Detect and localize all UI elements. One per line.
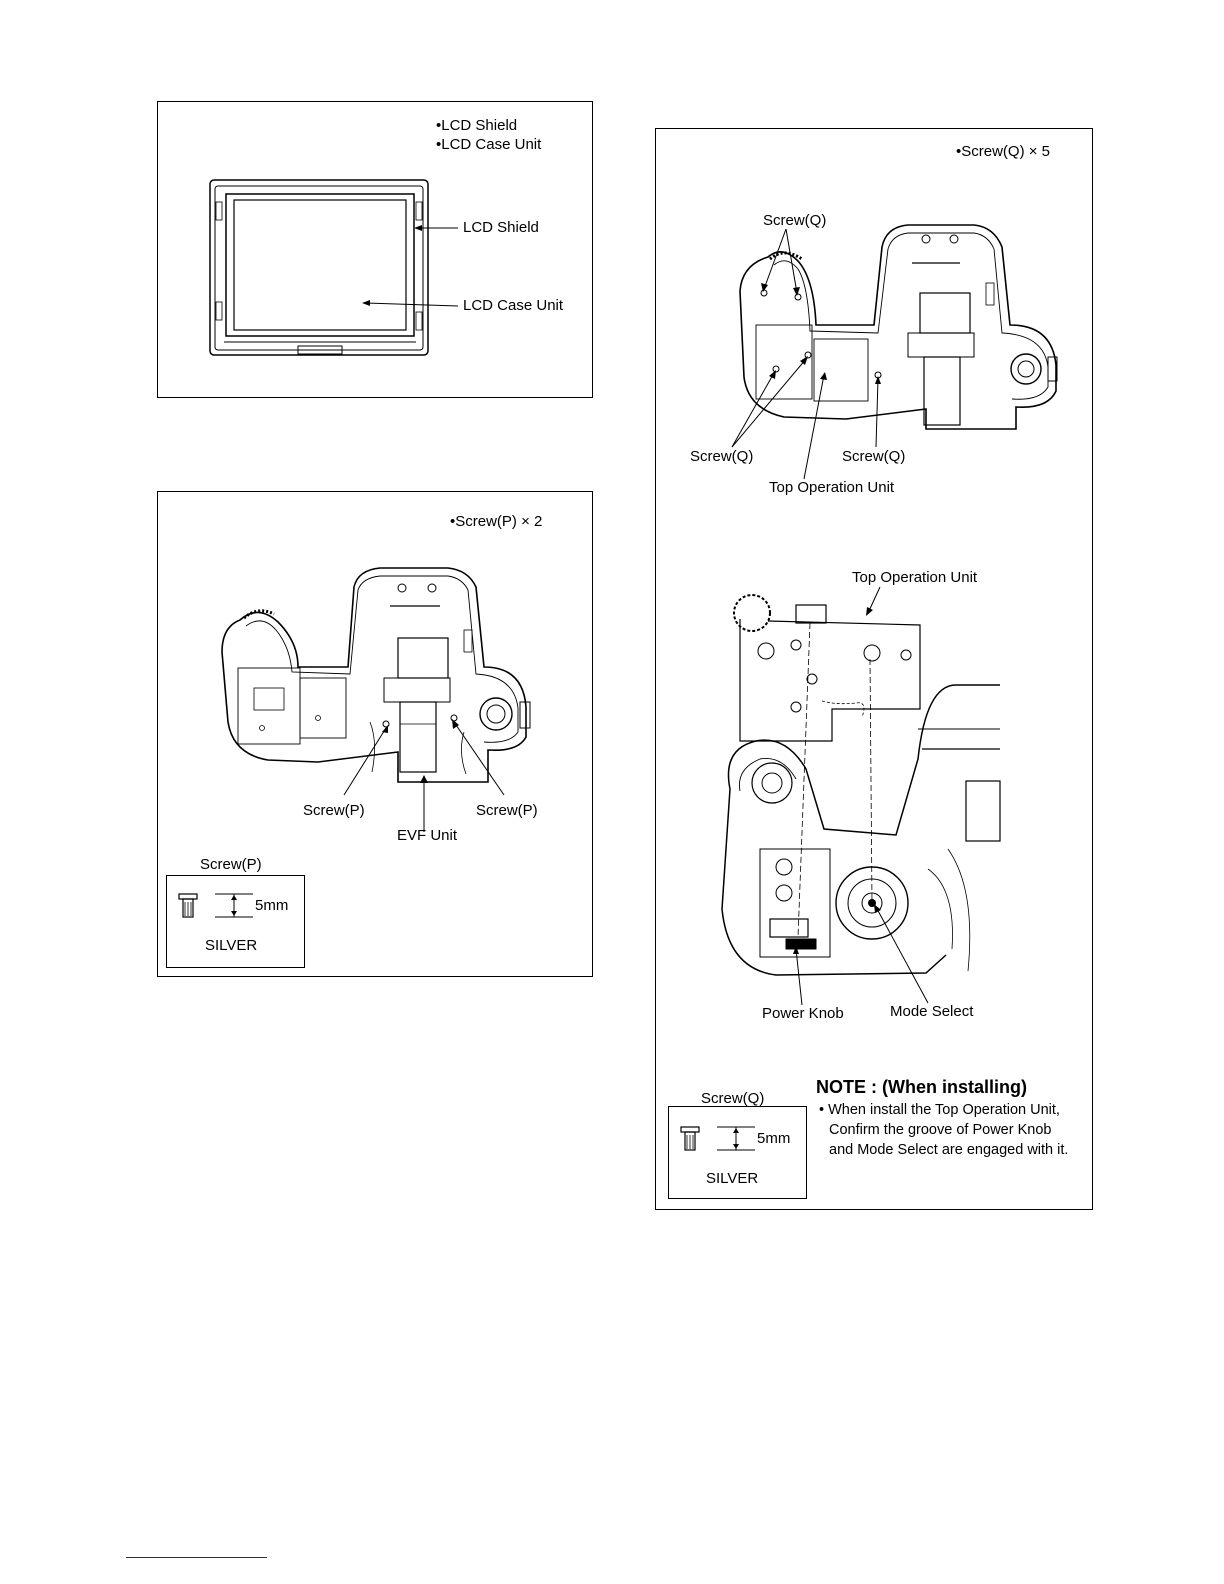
label-screw-p-left: Screw(P) <box>303 802 365 819</box>
screw-p-spec-box: 5mm SILVER <box>166 875 305 968</box>
camera-top-drawing-evf <box>221 567 531 832</box>
screw-q-spec-box: 5mm SILVER <box>668 1106 807 1199</box>
label-evf-unit: EVF Unit <box>397 827 458 844</box>
lcd-panel: •LCD Shield •LCD Case Unit LCD Shield LC… <box>157 101 593 398</box>
label-screw-q-bottom-right: Screw(Q) <box>842 448 906 465</box>
camera-top-drawing-top-unit <box>721 224 1058 1006</box>
label-top-operation-unit-upper: Top Operation Unit <box>769 479 895 496</box>
label-mode-select: Mode Select <box>890 1003 974 1020</box>
footer-rule <box>126 1557 267 1558</box>
label-screw-q-top: Screw(Q) <box>763 212 827 229</box>
top-operation-panel: •Screw(Q) × 5 <box>655 128 1093 1210</box>
screw-p-box-title: Screw(P) <box>200 856 262 873</box>
screw-q-icon <box>680 1126 755 1151</box>
screw-q-count: •Screw(Q) × 5 <box>956 143 1051 160</box>
screw-p-length: 5mm <box>255 897 289 914</box>
lcd-drawing <box>209 179 459 356</box>
screw-p-icon <box>178 893 253 918</box>
evf-panel: •Screw(P) × 2 <box>157 491 593 977</box>
screw-p-color: SILVER <box>205 937 258 954</box>
list-item-lcd-case-unit: •LCD Case Unit <box>436 136 542 153</box>
note-line-3: and Mode Select are engaged with it. <box>829 1142 1069 1158</box>
note-title: NOTE : (When installing) <box>816 1077 1027 1097</box>
label-top-operation-unit-lower: Top Operation Unit <box>852 569 978 586</box>
label-screw-p-right: Screw(P) <box>476 802 538 819</box>
screw-p-count: •Screw(P) × 2 <box>450 513 543 530</box>
label-screw-q-bottom-left: Screw(Q) <box>690 448 754 465</box>
label-lcd-case-unit: LCD Case Unit <box>463 297 564 314</box>
note-line-2: Confirm the groove of Power Knob <box>829 1122 1052 1138</box>
screw-q-length: 5mm <box>757 1130 791 1147</box>
list-item-lcd-shield: •LCD Shield <box>436 117 518 134</box>
label-power-knob: Power Knob <box>762 1005 844 1022</box>
screw-q-box-title: Screw(Q) <box>701 1090 765 1107</box>
note-line-1: • When install the Top Operation Unit, <box>819 1102 1060 1118</box>
label-lcd-shield: LCD Shield <box>463 219 539 236</box>
screw-q-color: SILVER <box>706 1170 759 1187</box>
